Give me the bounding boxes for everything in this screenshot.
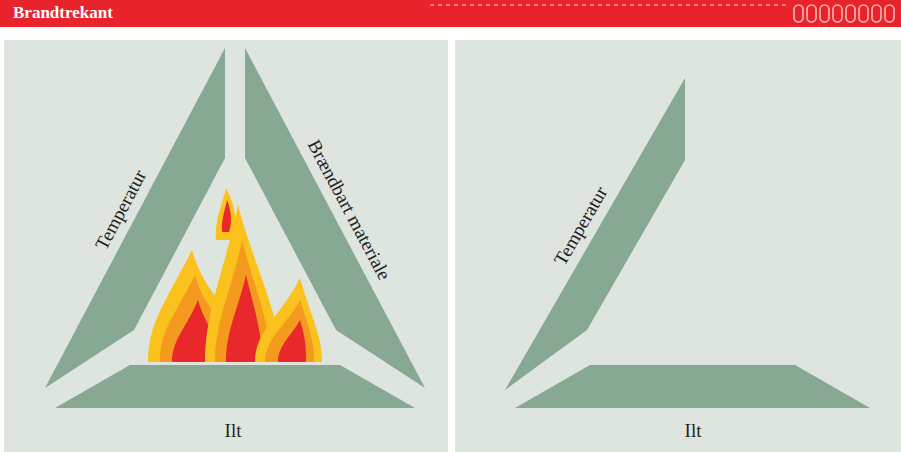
side-bar-shape	[515, 365, 870, 408]
dash-decoration	[430, 4, 790, 6]
side-label: Ilt	[685, 420, 702, 442]
triangle-side: Ilt	[55, 365, 415, 408]
side-bar	[245, 48, 425, 388]
triangle-side: Brændbart materiale	[245, 48, 425, 388]
side-label: Ilt	[225, 420, 242, 442]
diagram-title: Brandtrekant	[13, 0, 113, 26]
side-bar	[515, 365, 870, 408]
title-bar	[0, 0, 901, 27]
side-bar	[505, 78, 685, 390]
side-bar-shape	[505, 78, 685, 390]
side-bar	[45, 48, 225, 388]
side-bar-shape	[45, 48, 225, 388]
side-bar-shape	[245, 48, 425, 388]
right-panel	[455, 40, 901, 452]
triangle-side: Temperatur	[45, 48, 225, 388]
triangle-side: Ilt	[515, 365, 870, 408]
loop-decoration	[794, 5, 894, 22]
side-bar	[55, 365, 415, 408]
side-bar-shape	[55, 365, 415, 408]
left-panel	[4, 40, 448, 452]
triangle-side: Temperatur	[505, 78, 685, 390]
